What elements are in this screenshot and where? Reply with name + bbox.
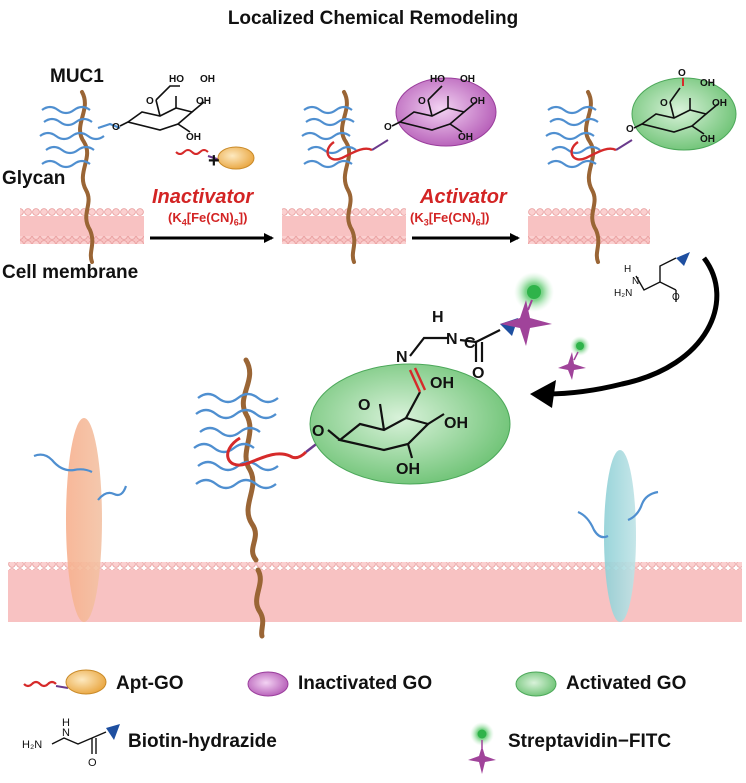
- legend-label-apt-go: Apt-GO: [116, 673, 184, 694]
- biotin-hydrazide-small-labels: HN H₂N O: [614, 264, 680, 303]
- legend-icon-inactivated-go: [247, 671, 289, 697]
- protein-left: [66, 418, 102, 622]
- svg-text:N: N: [446, 331, 458, 348]
- svg-text:H₂N: H₂N: [22, 739, 42, 751]
- galactose-ring-2: [391, 85, 477, 133]
- label-glycan: Glycan: [2, 168, 66, 189]
- svg-text:OH: OH: [458, 132, 473, 143]
- label-inactivator: Inactivator: [152, 186, 254, 208]
- aptamer-bound-2: [326, 139, 389, 161]
- svg-text:OH: OH: [444, 415, 468, 432]
- legend-icon-apt-go: [23, 669, 107, 695]
- membrane-panel-1: [20, 208, 144, 244]
- muc1-chain-2: [340, 90, 357, 264]
- svg-text:OH: OH: [712, 98, 727, 109]
- protein-right-glycans: [577, 490, 659, 539]
- svg-text:H₂N: H₂N: [614, 288, 632, 299]
- arrow-curved-head: [530, 380, 556, 408]
- svg-text:OH: OH: [196, 96, 211, 107]
- glycan-chains-2: [301, 105, 357, 169]
- svg-text:O: O: [358, 397, 370, 414]
- svg-text:HO: HO: [430, 74, 445, 85]
- activated-go-3: [631, 77, 737, 151]
- legend-label-activated-go: Activated GO: [566, 673, 687, 694]
- protein-left-glycans: [33, 453, 128, 501]
- svg-text:OH: OH: [700, 134, 715, 145]
- svg-text:OH: OH: [460, 74, 475, 85]
- membrane-panel-3: [528, 208, 650, 244]
- svg-text:O: O: [626, 124, 634, 135]
- legend-label-biotin-hydrazide: Biotin-hydrazide: [128, 731, 277, 752]
- svg-text:HO: HO: [169, 74, 184, 85]
- legend-biotin-labels: HN H₂N O: [22, 717, 97, 769]
- legend-label-streptavidin-fitc: Streptavidin−FITC: [508, 731, 672, 752]
- label-muc1: MUC1: [50, 66, 104, 87]
- streptavidin-fitc-small: [558, 336, 590, 380]
- protein-right: [604, 450, 636, 622]
- svg-text:N: N: [396, 349, 408, 366]
- legend-icon-activated-go: [515, 671, 557, 697]
- legend-icon-streptavidin-fitc: [468, 722, 496, 774]
- galactose-labels-3: O OH O OH OH O: [626, 68, 727, 145]
- membrane-panel-2: [282, 208, 406, 244]
- svg-text:O: O: [88, 757, 97, 769]
- legend-biotin-tip: [106, 724, 120, 740]
- svg-text:O: O: [418, 96, 426, 107]
- activated-go-big: [309, 363, 511, 485]
- svg-text:O: O: [384, 122, 392, 133]
- svg-text:OH: OH: [200, 74, 215, 85]
- svg-text:C: C: [464, 335, 476, 352]
- svg-text:O: O: [146, 96, 154, 107]
- svg-text:H: H: [432, 309, 444, 326]
- arrow-curved-return: [545, 256, 720, 397]
- svg-text:OH: OH: [396, 461, 420, 478]
- biotin-tip-small: [676, 252, 690, 266]
- svg-text:OH: OH: [470, 96, 485, 107]
- svg-text:O: O: [312, 423, 324, 440]
- svg-text:OH: OH: [430, 375, 454, 392]
- label-plus: +: [208, 150, 220, 172]
- glycan-chains-3: [545, 105, 601, 169]
- page-title: Localized Chemical Remodeling: [227, 8, 519, 29]
- svg-text:O: O: [112, 122, 120, 133]
- chem-labels-big: N H N C O O OH OH OH O: [312, 309, 484, 478]
- apt-go-free: [175, 146, 255, 170]
- streptavidin-fitc-big: [500, 272, 554, 346]
- svg-text:O: O: [472, 365, 484, 382]
- svg-text:N: N: [62, 727, 70, 739]
- svg-text:H: H: [62, 717, 70, 729]
- svg-text:H: H: [624, 264, 631, 275]
- galactose-ring-1: [119, 85, 205, 133]
- galactose-labels-1: HO OH O OH OH O: [112, 74, 215, 143]
- hydrazone-bond-red: [408, 367, 427, 393]
- label-activator: Activator: [420, 186, 507, 208]
- svg-text:O: O: [678, 68, 686, 79]
- biotin-hydrazide-small: [635, 257, 677, 302]
- muc1-chain-3: [584, 90, 601, 264]
- aptamer-bound-big: [226, 436, 325, 467]
- legend-label-inactivated-go: Inactivated GO: [298, 673, 433, 694]
- label-inactivator-reagent: (K4[Fe(CN)6]): [168, 210, 248, 228]
- muc1-chain-1: [78, 90, 95, 264]
- label-cell-membrane: Cell membrane: [2, 262, 139, 283]
- galactose-ring-3: [633, 87, 719, 135]
- label-activator-reagent: (K3[Fe(CN)6]): [410, 210, 490, 228]
- galactose-labels-2: HO OH O OH OH O: [384, 74, 485, 143]
- svg-text:OH: OH: [700, 78, 715, 89]
- aptamer-bound-3: [570, 139, 633, 161]
- galactose-ring-big: [327, 391, 445, 459]
- svg-text:O: O: [660, 98, 668, 109]
- hydrazone-linker: [409, 329, 501, 362]
- svg-text:O: O: [672, 292, 680, 303]
- svg-text:OH: OH: [186, 132, 201, 143]
- glycan-chains-1: [39, 105, 121, 169]
- inactivated-go-2: [395, 77, 497, 147]
- svg-text:N: N: [632, 276, 639, 287]
- muc1-chain-big: [240, 357, 266, 639]
- legend-icon-biotin-hydrazide: [51, 731, 107, 754]
